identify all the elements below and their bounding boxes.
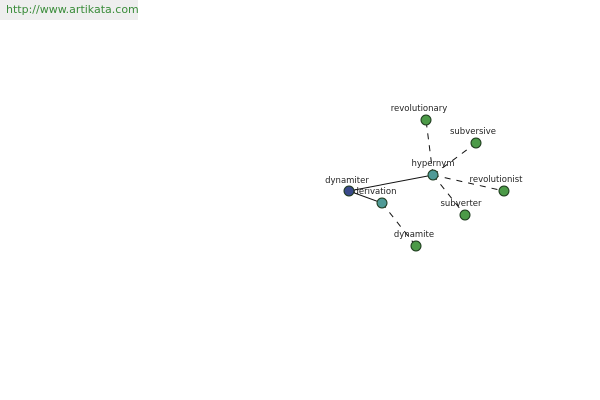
edge-hypernym-subversive: [432, 142, 477, 176]
edge-hypernym-subverter: [432, 174, 466, 216]
node-dynamite[interactable]: [410, 240, 422, 252]
edge-derivation-dynamite: [381, 202, 417, 247]
node-label-derivation[interactable]: derivation: [353, 187, 396, 197]
node-label-hypernym[interactable]: hypernym: [411, 159, 454, 169]
node-label-subversive[interactable]: subversive: [450, 127, 496, 137]
labels-layer: dynamiter hypernym derivation revolutionary…: [325, 104, 523, 240]
nodes-layer: [343, 114, 510, 252]
node-derivation[interactable]: [376, 197, 388, 209]
edge-hypernym-revolutionist: [432, 174, 505, 192]
edge-hypernym-revolutionary: [425, 119, 434, 176]
node-label-subverter[interactable]: subverter: [440, 199, 482, 209]
node-subversive[interactable]: [470, 137, 482, 149]
node-label-revolutionist[interactable]: revolutionist: [470, 175, 524, 185]
edges-layer: [348, 119, 505, 247]
node-hypernym[interactable]: [427, 169, 439, 181]
node-label-dynamite[interactable]: dynamite: [394, 230, 434, 240]
node-dynamiter[interactable]: [343, 185, 355, 197]
edge-dynamiter-hypernym: [348, 174, 434, 192]
source-url-banner[interactable]: http://www.artikata.com: [0, 0, 139, 20]
node-label-dynamiter[interactable]: dynamiter: [325, 176, 369, 186]
node-label-revolutionary[interactable]: revolutionary: [391, 104, 448, 114]
node-subverter[interactable]: [459, 209, 471, 221]
node-revolutionary[interactable]: [420, 114, 432, 126]
node-revolutionist[interactable]: [498, 185, 510, 197]
edge-dynamiter-derivation: [348, 190, 383, 204]
